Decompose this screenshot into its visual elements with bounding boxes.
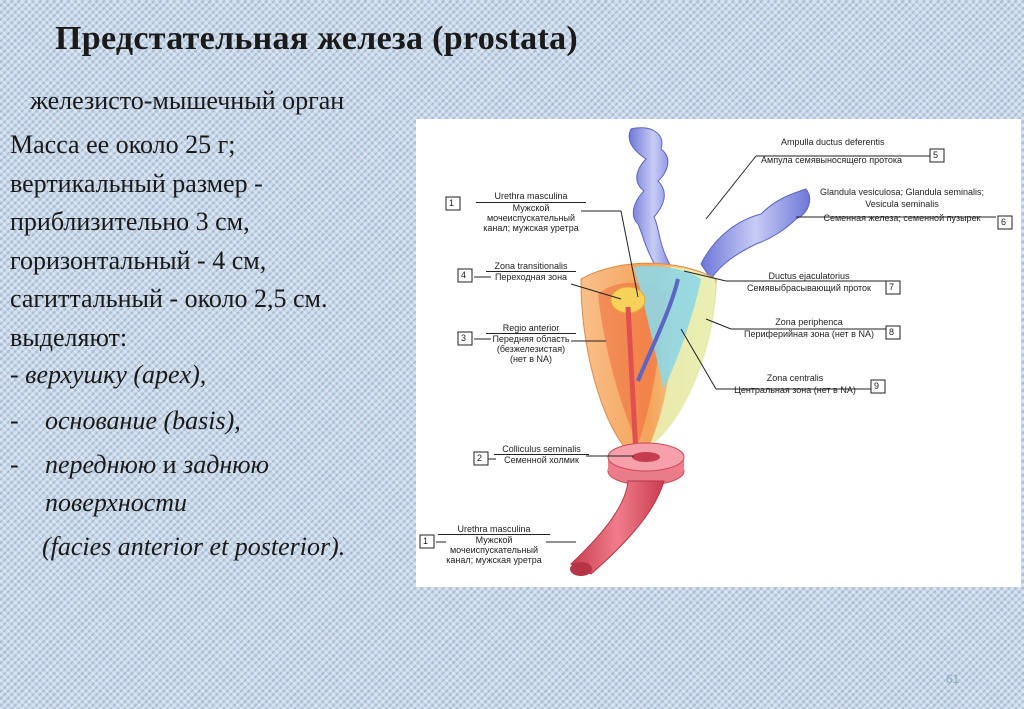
fact-line: горизонтальный - 4 см, [10, 245, 267, 275]
label-number: 4 [461, 270, 467, 280]
label-ru: Семенная железа; семенной пузырек [823, 213, 981, 223]
label-latin: Regio anterior [502, 323, 560, 333]
label-ru: канал; мужская уретра [446, 555, 542, 565]
label-ru: Мужской [476, 202, 586, 213]
colliculus-hole [632, 452, 660, 462]
ejaculatory-duct [636, 278, 680, 382]
list-item-surfaces-line2: поверхности [45, 488, 188, 517]
label-ru: Мужской [438, 534, 550, 545]
figure-labels: 1 4 3 2 1 5 6 7 8 9 Urethra masculina Му… [416, 119, 1021, 587]
seminal-vesicle [700, 188, 811, 280]
label-latin: Urethra masculina [494, 191, 568, 201]
label-latin: Urethra masculina [457, 524, 531, 534]
label-latin: Zona periphenca [775, 317, 843, 327]
peripheral-zone [648, 267, 716, 449]
label-ru: Ампула семявыносящего протока [761, 155, 903, 165]
surface-posterior: заднюю [183, 450, 269, 479]
label-latin: Zona centralis [766, 373, 824, 383]
label-number: 3 [461, 333, 467, 343]
label-numbers [419, 148, 1013, 549]
label-ductus-ejaculatorius: Ductus ejaculatorius Семявыбрасывающий п… [734, 271, 884, 293]
label-ru: Семенной холмик [494, 454, 589, 465]
label-ru: канал; мужская уретра [483, 223, 579, 233]
label-urethra-top: Urethra masculina Мужской мочеиспускател… [476, 191, 586, 233]
fact-line: выделяют: [10, 322, 128, 352]
label-number: 6 [1001, 217, 1007, 227]
prostate-diagram: 1 4 3 2 1 5 6 7 8 9 Urethra masculina Му… [416, 119, 1021, 587]
fact-line: приблизительно 3 см, [10, 207, 250, 236]
central-zone [634, 266, 701, 389]
label-ru: мочеиспускательный [449, 545, 539, 555]
label-ru: Переходная зона [486, 271, 576, 282]
fact-line: Масса ее около 25 г; [10, 130, 236, 159]
label-regio-anterior: Regio anterior Передняя область (безжеле… [486, 323, 576, 364]
label-zona-transitionalis: Zona transitionalis Переходная зона [486, 261, 576, 282]
list-item-basis: - основание (basis), [10, 406, 241, 436]
label-number: 1 [423, 536, 429, 546]
surface-anterior: переднюю [45, 450, 157, 479]
list-item-surfaces: - переднюю и заднюю поверхности [10, 450, 269, 517]
facts-block: Масса ее около 25 г; вертикальный размер… [10, 126, 410, 357]
label-colliculus-seminalis: Colliculus seminalis Семенной холмик [494, 444, 589, 465]
urethra-inner [625, 306, 639, 455]
label-glandula-vesiculosa: Glandula vesiculosa; Glandula seminalis;… [808, 187, 996, 223]
label-number: 1 [449, 198, 455, 208]
fact-line: сагиттальный - около 2,5 см. [10, 284, 328, 313]
list-item-basis-text: основание (basis), [45, 406, 241, 435]
list-item-surfaces-line1: переднюю и заднюю [45, 450, 269, 480]
label-urethra-bottom: Urethra masculina Мужской мочеиспускател… [438, 524, 550, 565]
label-latin: Ampulla ductus deferentis [781, 137, 885, 147]
leader-lines [436, 155, 996, 543]
label-number: 5 [933, 150, 939, 160]
label-latin: Zona transitionalis [494, 261, 568, 271]
label-latin: Colliculus seminalis [502, 444, 581, 454]
slide-title: Предстательная железа (prostata) [55, 20, 578, 57]
label-number: 7 [889, 282, 895, 292]
list-item-apex: - верхушку (apex), [10, 360, 207, 389]
label-ru: Семявыбрасывающий проток [747, 283, 871, 293]
list-dash: - [10, 406, 19, 435]
label-number: 2 [477, 453, 483, 463]
label-ru: (нет в NA) [509, 354, 553, 364]
label-ampulla: Ampulla ductus deferentis Ампула семявын… [761, 137, 926, 165]
label-ru: Периферийная зона (нет в NA) [744, 329, 874, 339]
surface-conj: и [156, 450, 184, 479]
label-number: 8 [889, 327, 895, 337]
label-ru: мочеиспускательный [486, 213, 576, 223]
label-zona-centralis: Zona centralis Центральная зона (нет в N… [721, 373, 869, 395]
list-dash: - [10, 450, 19, 479]
label-latin: Ductus ejaculatorius [768, 271, 850, 281]
label-ru: Центральная зона (нет в NA) [734, 385, 856, 395]
slide-subtitle: железисто-мышечный орган [30, 86, 345, 115]
label-zona-peripherica: Zona periphenca Периферийная зона (нет в… [734, 317, 884, 339]
facies-latin: (facies anterior et posterior). [42, 532, 346, 561]
urethra-opening [570, 562, 592, 576]
label-latin: Glandula vesiculosa; Glandula seminalis; [819, 187, 985, 197]
label-ru: Передняя область [486, 333, 576, 344]
page-number: 61 [946, 672, 960, 686]
prostate-illustration [419, 127, 1013, 576]
label-ru: (безжелезистая) [496, 344, 566, 354]
label-latin: Vesicula seminalis [865, 199, 939, 209]
label-number: 9 [874, 381, 880, 391]
urethra-tube [570, 480, 665, 575]
fact-line: вертикальный размер - [10, 168, 263, 198]
